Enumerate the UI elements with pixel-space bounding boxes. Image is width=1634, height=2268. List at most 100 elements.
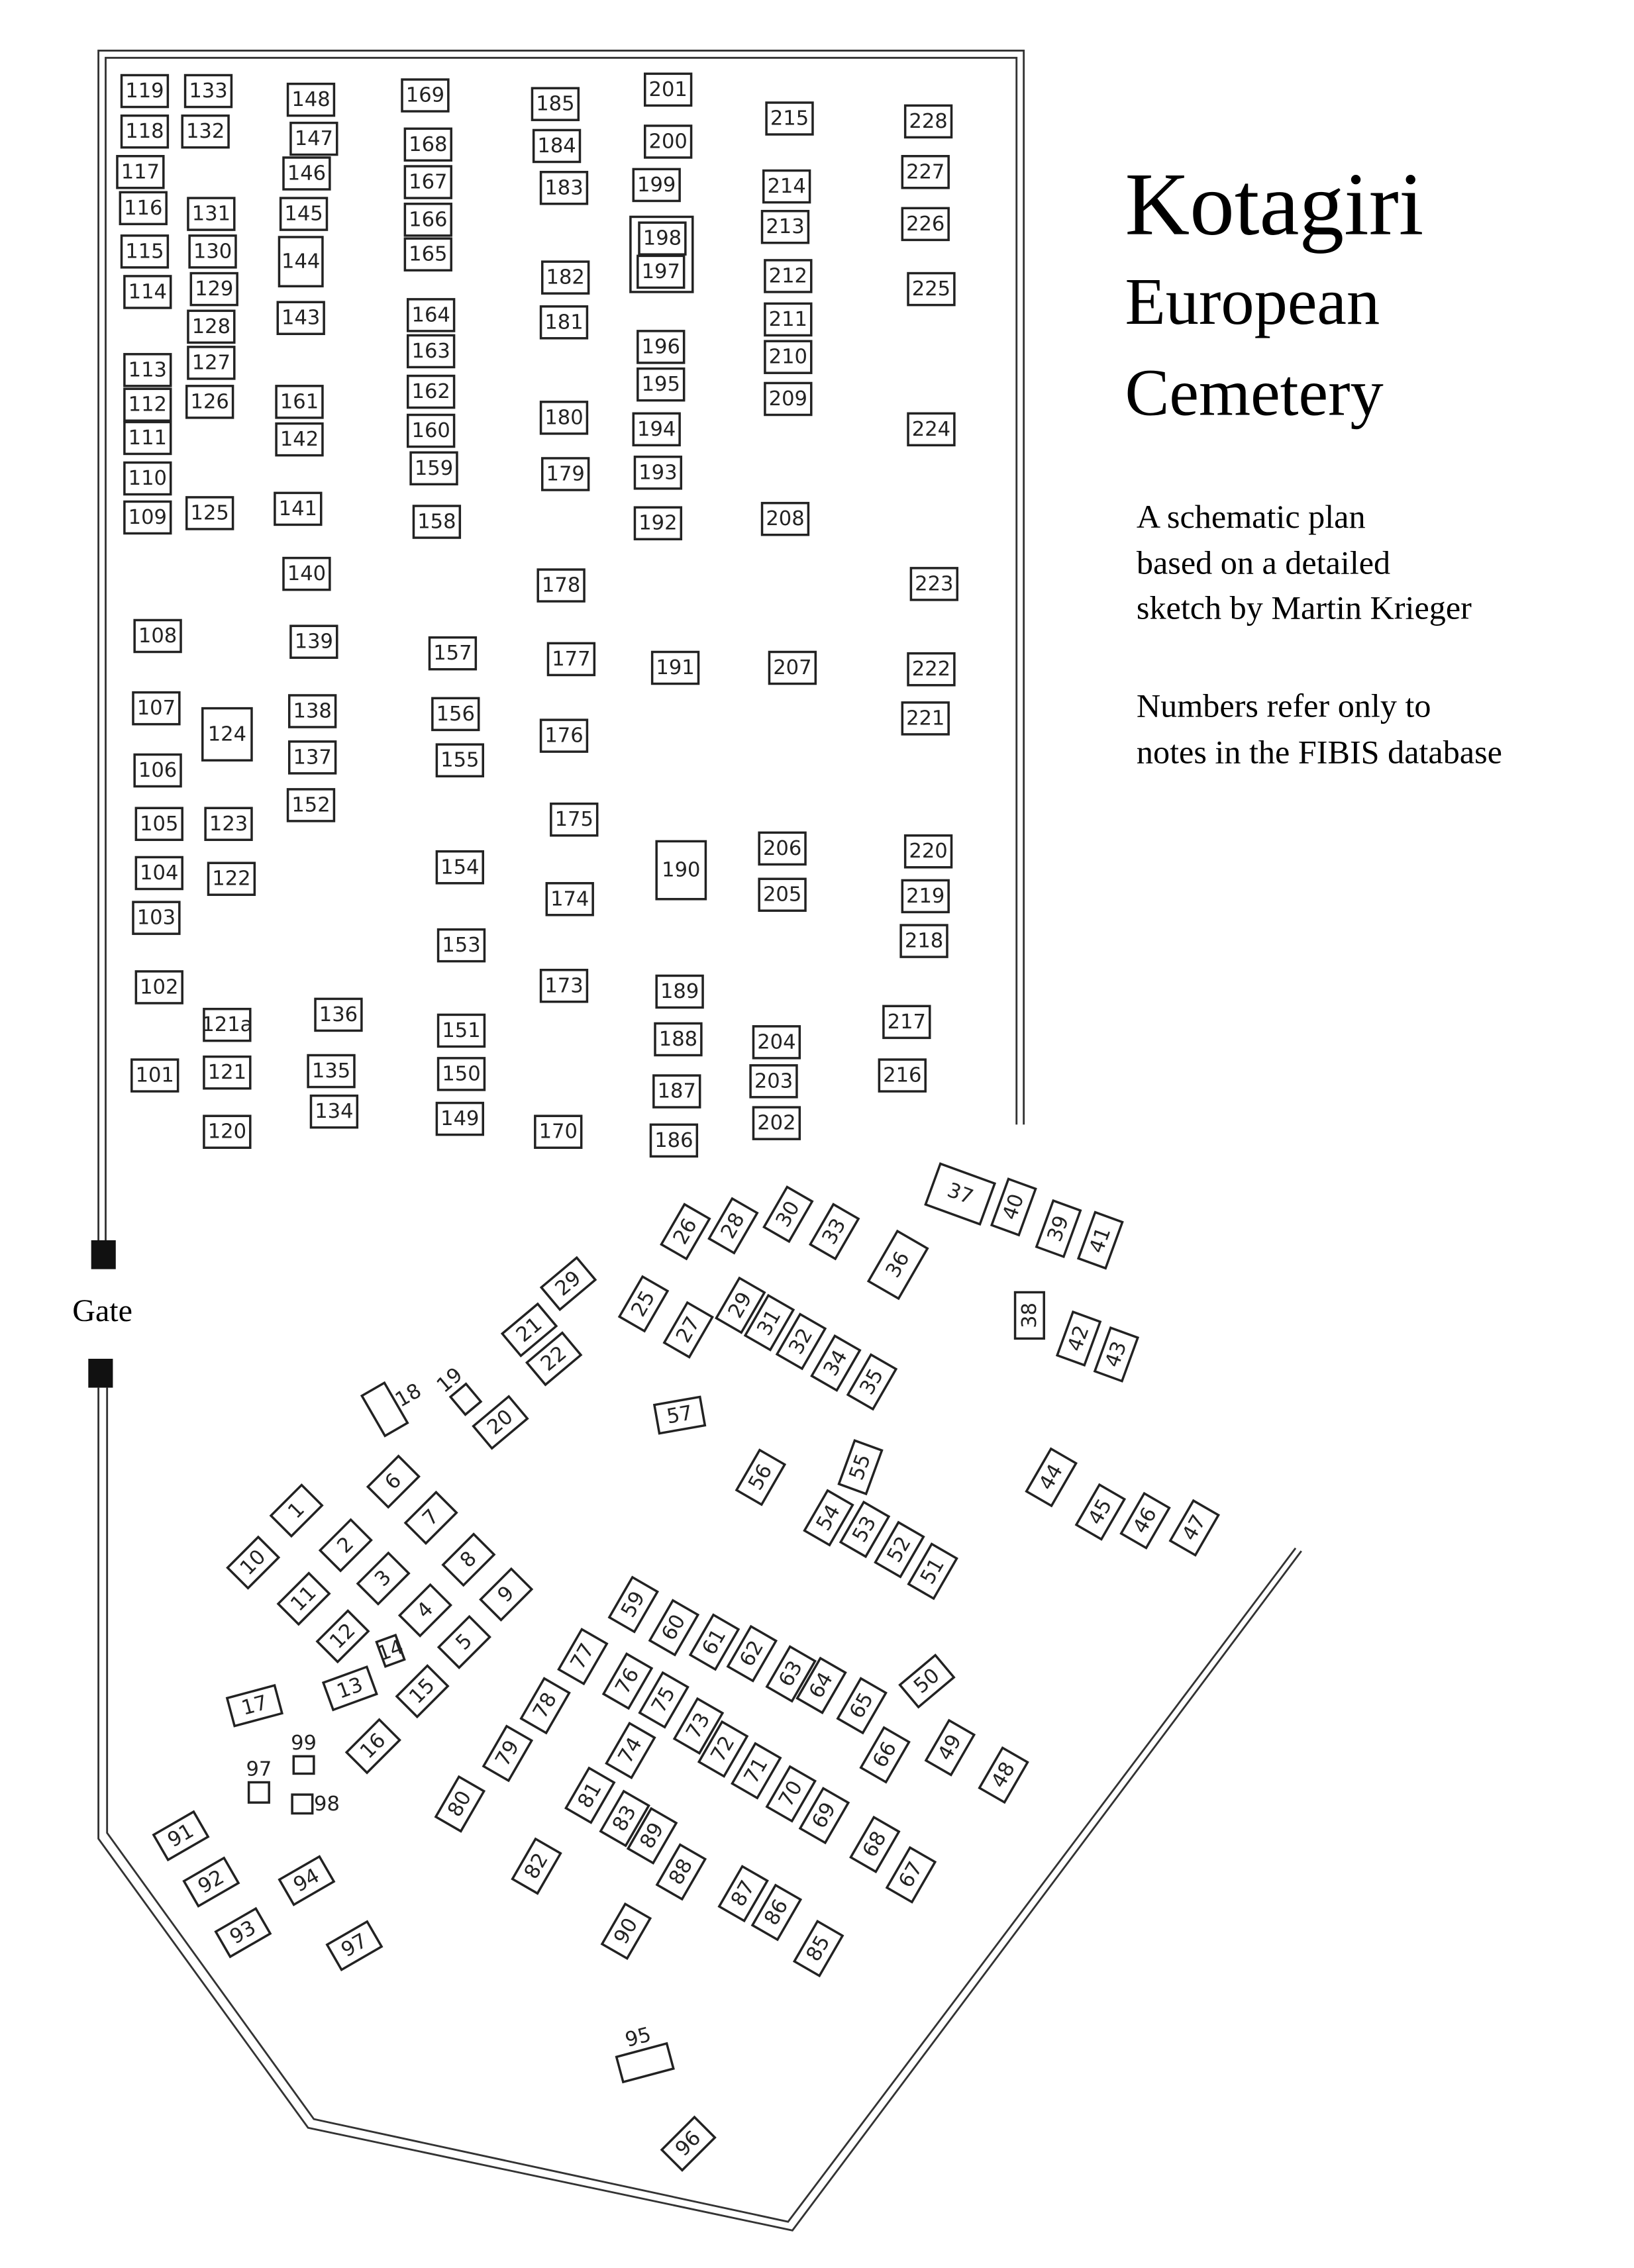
grave-plot[interactable]: 116	[119, 191, 168, 226]
grave-plot[interactable]: 92	[182, 1856, 240, 1908]
grave-plot[interactable]: 72	[697, 1720, 749, 1778]
grave-plot[interactable]: 79	[482, 1724, 534, 1783]
grave-plot[interactable]: 127	[187, 346, 236, 380]
grave-plot[interactable]: 224	[907, 412, 956, 447]
grave-plot[interactable]: 160	[406, 413, 456, 448]
grave-plot[interactable]: 111	[123, 420, 172, 456]
grave-plot[interactable]: 26	[660, 1203, 711, 1261]
grave-plot[interactable]: 83	[599, 1789, 650, 1848]
grave-plot[interactable]: 76	[601, 1652, 654, 1710]
grave-plot[interactable]: 139	[289, 624, 338, 659]
grave-plot[interactable]: 153	[436, 928, 486, 963]
grave-plot[interactable]: 73	[672, 1697, 725, 1755]
grave-plot[interactable]: 68	[849, 1815, 901, 1873]
grave-plot[interactable]: 182	[540, 260, 590, 295]
grave-plot[interactable]: 137	[287, 740, 337, 775]
grave-plot[interactable]: 99	[291, 1732, 317, 1775]
grave-plot[interactable]: 144	[278, 236, 324, 287]
grave-plot[interactable]: 63	[765, 1645, 817, 1703]
grave-plot[interactable]: 5	[436, 1614, 491, 1669]
grave-plot[interactable]: 186	[649, 1123, 699, 1158]
grave-plot[interactable]: 88	[655, 1843, 707, 1901]
grave-plot[interactable]: 6	[366, 1454, 421, 1509]
grave-plot[interactable]: 194	[632, 412, 681, 447]
grave-plot[interactable]: 80	[434, 1775, 486, 1833]
grave-plot[interactable]: 162	[406, 374, 456, 409]
grave-plot[interactable]: 52	[874, 1520, 925, 1579]
grave-plot[interactable]: 18	[360, 1369, 431, 1438]
grave-plot[interactable]: 75	[638, 1671, 689, 1729]
grave-plot[interactable]: 221	[901, 701, 950, 736]
grave-plot[interactable]: 34	[810, 1334, 862, 1393]
grave-plot[interactable]: 138	[287, 694, 337, 728]
grave-plot[interactable]: 126	[185, 385, 234, 419]
grave-plot[interactable]: 124	[201, 707, 253, 762]
grave-plot[interactable]: 222	[907, 652, 956, 687]
grave-plot[interactable]: 86	[750, 1883, 803, 1942]
grave-plot[interactable]: 121	[203, 1055, 252, 1090]
grave-plot[interactable]: 228	[903, 104, 953, 139]
grave-plot[interactable]: 129	[189, 271, 238, 307]
grave-plot[interactable]: 112	[123, 387, 172, 422]
grave-plot[interactable]: 31	[743, 1293, 795, 1352]
grave-plot[interactable]: 205	[758, 877, 807, 912]
grave-plot[interactable]: 71	[731, 1742, 782, 1800]
grave-plot[interactable]: 181	[539, 305, 589, 340]
grave-plot[interactable]: 203	[749, 1064, 798, 1099]
grave-plot[interactable]: 131	[187, 197, 236, 231]
grave-plot[interactable]: 62	[726, 1624, 778, 1683]
grave-plot[interactable]: 142	[275, 422, 324, 457]
grave-plot[interactable]: 60	[648, 1599, 700, 1657]
grave-plot[interactable]: 140	[282, 556, 331, 591]
grave-plot[interactable]: 36	[866, 1229, 929, 1301]
grave-plot[interactable]: 206	[758, 831, 807, 866]
grave-plot[interactable]: 37	[924, 1162, 997, 1226]
grave-plot[interactable]: 179	[540, 457, 590, 491]
grave-plot[interactable]: 118	[120, 114, 170, 149]
grave-plot[interactable]: 54	[803, 1489, 854, 1547]
grave-plot[interactable]: 105	[134, 807, 183, 842]
grave-plot[interactable]: 40	[990, 1177, 1037, 1237]
grave-plot[interactable]: 190	[655, 840, 707, 901]
grave-plot[interactable]: 219	[901, 879, 950, 914]
grave-plot[interactable]: 66	[859, 1726, 911, 1784]
grave-plot[interactable]: 183	[539, 171, 589, 205]
grave-plot[interactable]: 216	[878, 1058, 927, 1093]
grave-plot[interactable]: 145	[279, 197, 329, 231]
grave-plot[interactable]: 55	[837, 1439, 884, 1496]
grave-plot[interactable]: 169	[401, 78, 450, 113]
grave-plot[interactable]: 212	[764, 259, 813, 293]
grave-plot[interactable]: 210	[764, 340, 813, 374]
grave-plot[interactable]: 161	[275, 385, 324, 419]
grave-plot[interactable]: 51	[907, 1542, 958, 1601]
grave-plot[interactable]: 39	[1035, 1199, 1082, 1259]
grave-plot[interactable]: 33	[808, 1203, 860, 1261]
grave-plot[interactable]: 159	[409, 451, 458, 486]
grave-plot[interactable]: 156	[431, 697, 480, 732]
grave-plot[interactable]: 16	[344, 1718, 401, 1775]
grave-plot[interactable]: 152	[286, 788, 336, 822]
grave-plot[interactable]: 195	[637, 367, 686, 402]
grave-plot[interactable]: 47	[1168, 1499, 1220, 1557]
grave-plot[interactable]: 133	[183, 74, 233, 109]
grave-plot[interactable]: 28	[707, 1197, 759, 1255]
grave-plot[interactable]: 13	[321, 1665, 378, 1712]
grave-plot[interactable]: 65	[836, 1677, 888, 1735]
grave-plot[interactable]: 38	[1013, 1291, 1045, 1340]
grave-plot[interactable]: 69	[798, 1787, 850, 1845]
grave-plot[interactable]: 109	[123, 500, 172, 535]
grave-plot[interactable]: 165	[403, 237, 452, 271]
grave-plot[interactable]: 176	[539, 718, 589, 753]
grave-plot[interactable]: 67	[885, 1846, 937, 1904]
grave-plot[interactable]: 151	[436, 1013, 486, 1048]
grave-plot[interactable]: 218	[899, 924, 948, 958]
grave-plot[interactable]: 136	[314, 997, 363, 1032]
grave-plot[interactable]: 192	[633, 506, 683, 540]
grave-plot[interactable]: 89	[626, 1806, 678, 1865]
grave-plot[interactable]: 166	[403, 203, 452, 237]
grave-plot[interactable]: 188	[654, 1022, 703, 1057]
grave-plot[interactable]: 102	[134, 970, 183, 1005]
grave-plot[interactable]: 141	[274, 491, 323, 526]
grave-plot[interactable]: 149	[435, 1101, 484, 1136]
grave-plot[interactable]: 148	[286, 82, 336, 117]
